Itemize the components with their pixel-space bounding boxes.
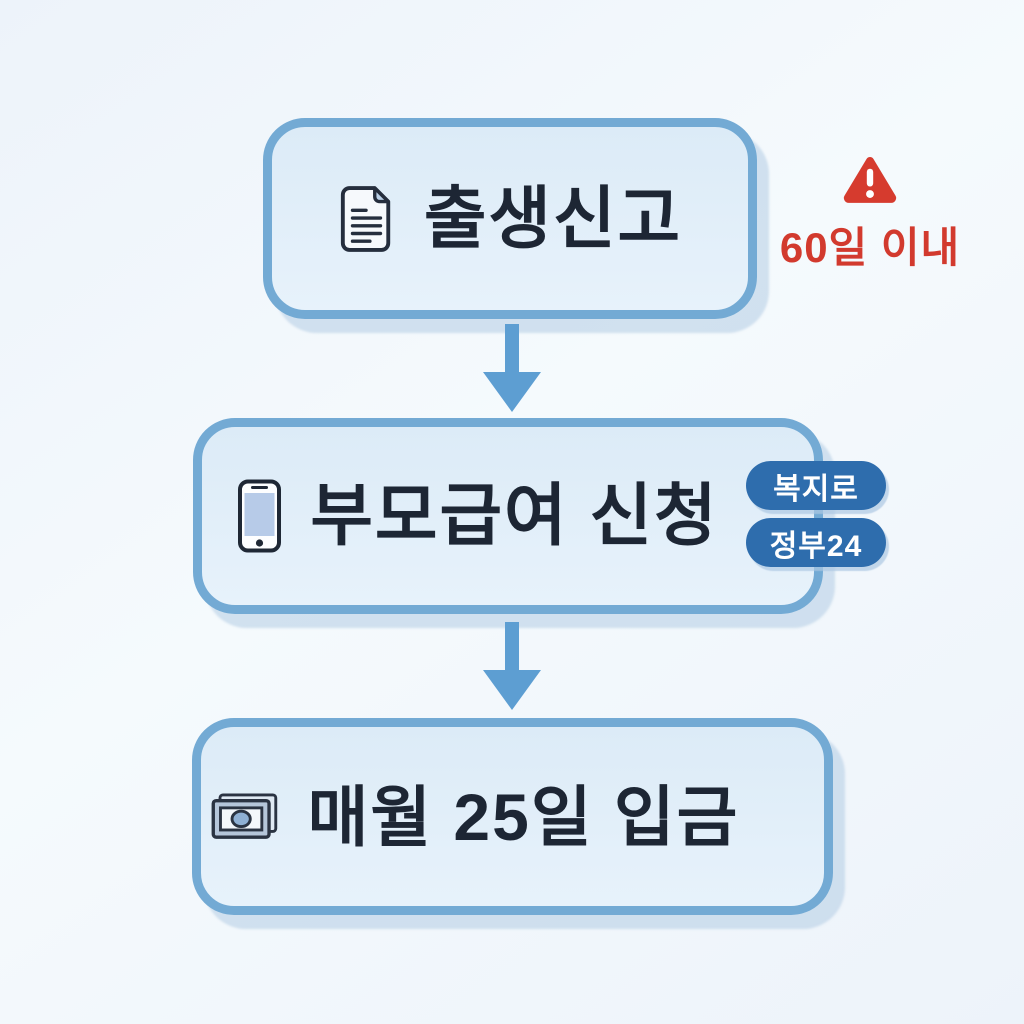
warning-triangle-icon — [843, 156, 897, 203]
deadline-warning: 60일 이내 — [770, 152, 970, 275]
step-label-birth-registration: 출생신고 — [423, 180, 683, 257]
document-icon — [340, 185, 391, 252]
badge-gov24: 정부24 — [746, 518, 886, 567]
step-box-benefit-application: 부모급여 신청 — [193, 418, 823, 614]
step-label-benefit-application: 부모급여 신청 — [310, 478, 719, 554]
banknote-icon — [211, 792, 277, 839]
arrow-down-icon — [483, 324, 541, 412]
step-label-monthly-deposit: 매월 25일 입금 — [307, 779, 740, 854]
arrow-down-icon — [483, 622, 541, 710]
step-box-monthly-deposit: 매월 25일 입금 — [192, 718, 833, 915]
deadline-warning-label: 60일 이내 — [779, 224, 961, 271]
badge-bokjiro: 복지로 — [746, 461, 886, 510]
step-box-birth-registration: 출생신고 — [263, 118, 757, 319]
smartphone-icon — [238, 479, 282, 553]
